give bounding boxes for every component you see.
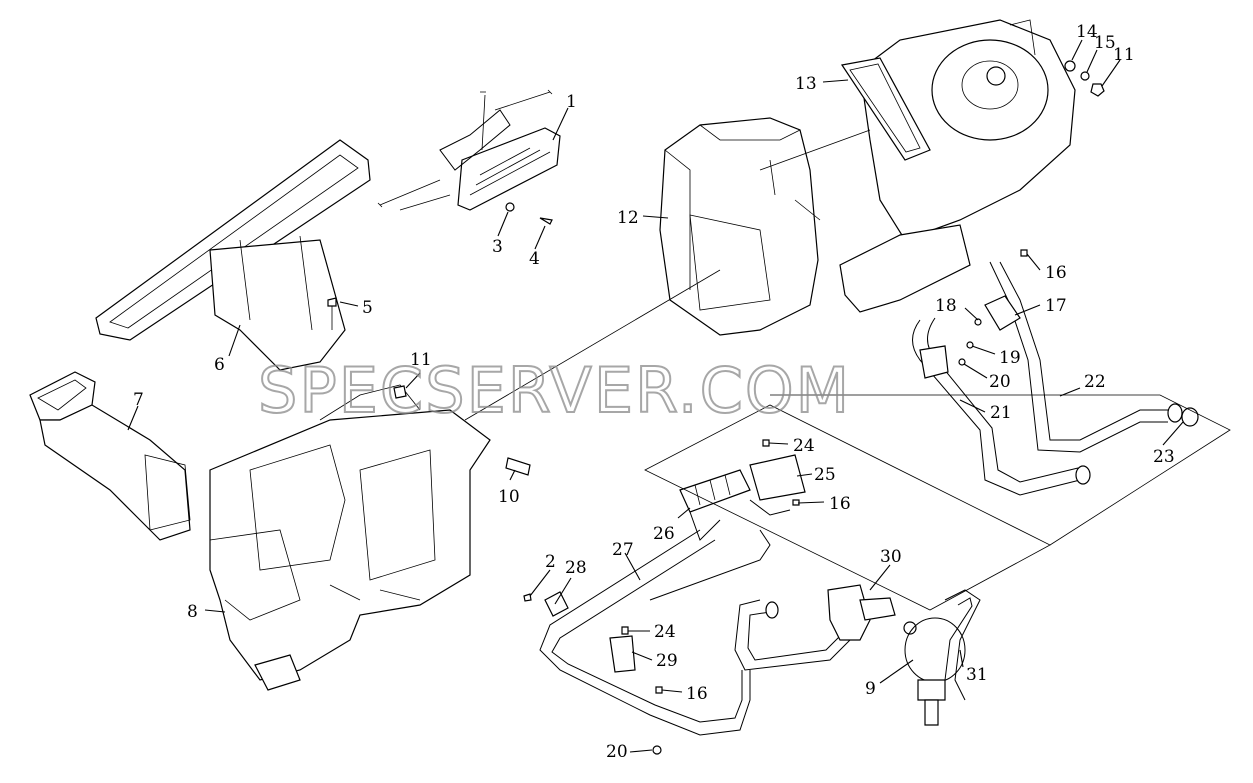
blower-unit-part — [839, 19, 1076, 313]
callout-21: 21 — [990, 403, 1012, 423]
callout-16-bottom: 16 — [686, 684, 708, 704]
callout-7: 7 — [133, 390, 144, 410]
callout-26: 26 — [653, 524, 675, 544]
callout-24-bottom: 24 — [654, 622, 676, 642]
evaporator-housing-part — [659, 117, 821, 336]
fasteners — [327, 60, 1105, 755]
control-panel-part — [377, 89, 561, 225]
hose-bracket-parts — [544, 591, 636, 673]
callout-24-top: 24 — [793, 436, 815, 456]
callout-20-bottom: 20 — [606, 742, 628, 762]
callout-29: 29 — [656, 651, 678, 671]
hvac-heater-box-part — [209, 384, 491, 691]
callout-22: 22 — [1084, 372, 1106, 392]
callout-10: 10 — [498, 487, 520, 507]
callout-18: 18 — [935, 296, 957, 316]
side-vent-duct-part — [29, 371, 191, 541]
leader-lines — [127, 39, 1184, 753]
callout-25: 25 — [814, 465, 836, 485]
callout-1: 1 — [566, 92, 577, 112]
callout-12: 12 — [617, 208, 639, 228]
callout-11-right: 11 — [1113, 45, 1135, 65]
callout-9: 9 — [865, 679, 876, 699]
heater-hose-parts — [912, 261, 1199, 496]
reference-planes — [464, 129, 1231, 611]
defrost-duct-part — [95, 139, 371, 371]
valve-block-parts — [679, 454, 806, 541]
callout-16-middle: 16 — [829, 494, 851, 514]
callout-23: 23 — [1153, 447, 1175, 467]
callout-17: 17 — [1045, 296, 1067, 316]
callout-20-top: 20 — [989, 372, 1011, 392]
callout-30: 30 — [880, 547, 902, 567]
callout-14: 14 — [1076, 22, 1098, 42]
callout-2: 2 — [545, 552, 556, 572]
callout-5: 5 — [362, 298, 373, 318]
hose-tube-assembly-part — [539, 529, 851, 736]
water-valve-clamp-parts — [827, 584, 981, 726]
callout-4: 4 — [529, 249, 540, 269]
callout-6: 6 — [214, 355, 225, 375]
callout-15: 15 — [1094, 33, 1116, 53]
callout-28: 28 — [565, 558, 587, 578]
callout-31: 31 — [966, 665, 988, 685]
callout-19: 19 — [999, 348, 1021, 368]
callout-8: 8 — [187, 602, 198, 622]
callout-27: 27 — [612, 540, 634, 560]
callout-3: 3 — [492, 237, 503, 257]
callout-labels: 1 3 4 5 6 7 8 9 10 11 11 12 13 14 15 16 … — [133, 22, 1175, 762]
watermark-text: SPECSERVER.COM — [258, 354, 851, 427]
callout-16-top: 16 — [1045, 263, 1067, 283]
callout-11-left: 11 — [410, 350, 432, 370]
callout-13: 13 — [795, 74, 817, 94]
